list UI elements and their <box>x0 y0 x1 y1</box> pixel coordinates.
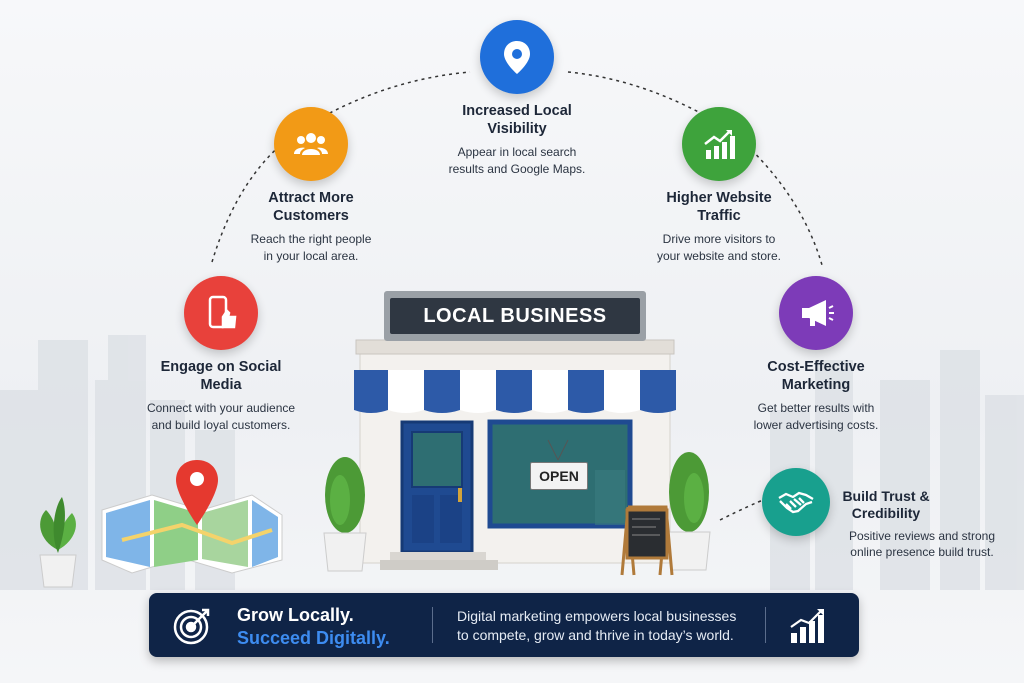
megaphone-icon <box>779 276 853 350</box>
bar-chart-growth-icon <box>790 609 824 643</box>
banner-title-line-1: Grow Locally. <box>237 605 354 625</box>
open-door-sign: OPEN <box>530 462 588 490</box>
growth-chart-icon <box>682 107 756 181</box>
bottom-banner: Grow Locally. Succeed Digitally. Digital… <box>149 593 859 657</box>
map-pin-icon <box>480 20 554 94</box>
people-group-icon <box>274 107 348 181</box>
feature-build-trust: Build Trust &Credibility Positive review… <box>762 468 1024 568</box>
divider <box>765 607 766 643</box>
handshake-icon <box>762 468 830 536</box>
banner-title-line-2: Succeed Digitally. <box>237 628 390 648</box>
feature-title: Build Trust &Credibility <box>842 488 930 521</box>
potted-plant-right <box>667 452 711 571</box>
target-arrow-icon <box>173 608 210 645</box>
folded-map-icon <box>101 460 283 574</box>
chalkboard-easel <box>620 505 674 576</box>
potted-plant-left-small <box>39 497 77 588</box>
store-sign: LOCAL BUSINESS <box>384 291 646 341</box>
banner-text: Digital marketing empowers local busines… <box>457 608 737 643</box>
divider <box>432 607 433 643</box>
store-sign-text: LOCAL BUSINESS <box>390 298 640 334</box>
potted-plant-left <box>323 457 367 572</box>
phone-thumbs-up-icon <box>184 276 258 350</box>
